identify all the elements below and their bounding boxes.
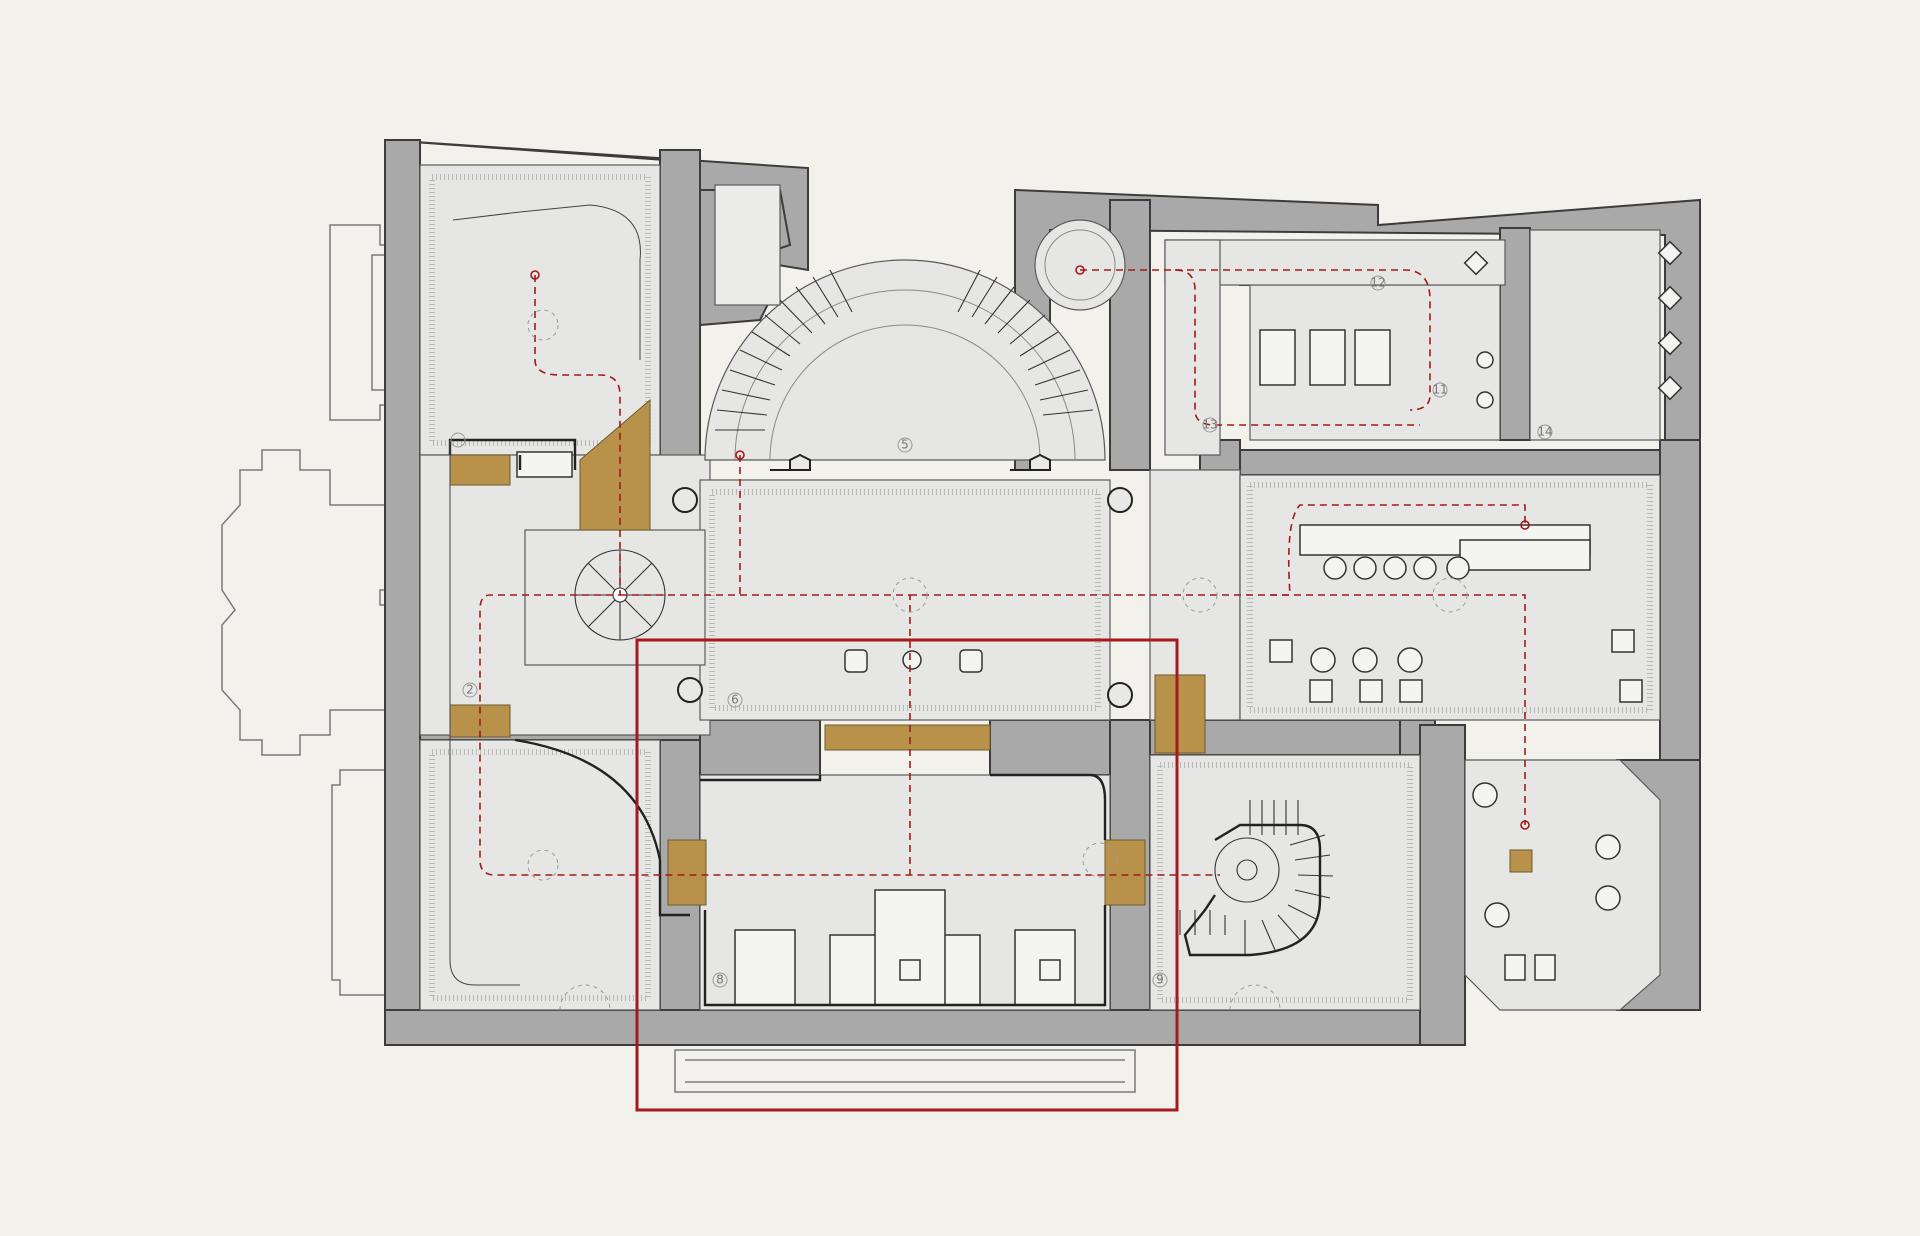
room-number-labels: 2 5 6 8 9 11 12 13 14 <box>450 275 1553 988</box>
room-octagon-garden <box>1464 759 1661 1011</box>
highlighted-openings <box>449 398 1206 906</box>
room-9-stair-hall <box>1149 754 1421 1011</box>
rotunda-steps <box>715 269 1094 431</box>
room-number-8: 8 <box>716 973 724 987</box>
circulation-route <box>479 265 1530 876</box>
room-14 <box>1529 229 1661 441</box>
room-number-5: 5 <box>901 438 909 452</box>
furniture <box>516 240 1683 1006</box>
room-number-2: 2 <box>466 683 474 697</box>
room-bar <box>1239 474 1661 721</box>
rooms <box>419 164 1661 1011</box>
room-number-13: 13 <box>1202 418 1217 432</box>
room-number-11: 11 <box>1432 383 1447 397</box>
room-round-tower <box>1034 219 1126 311</box>
stair-room-9 <box>1179 800 1334 957</box>
facade-outline <box>221 224 1136 1093</box>
room-12-corridor <box>1164 239 1506 286</box>
door-swings <box>527 309 1468 1011</box>
room-number-12: 12 <box>1370 276 1385 290</box>
focus-frame <box>635 638 1179 1112</box>
room-number-9: 9 <box>1156 973 1164 987</box>
room-5-rotunda <box>704 259 1106 461</box>
columns <box>672 453 1133 708</box>
room-number-14: 14 <box>1537 425 1552 439</box>
room-13-corridor <box>1164 239 1221 456</box>
room-number-6: 6 <box>731 693 739 707</box>
path-lines <box>448 204 1107 1007</box>
room-6-central-hall <box>699 479 1111 721</box>
stairs <box>574 269 1334 957</box>
